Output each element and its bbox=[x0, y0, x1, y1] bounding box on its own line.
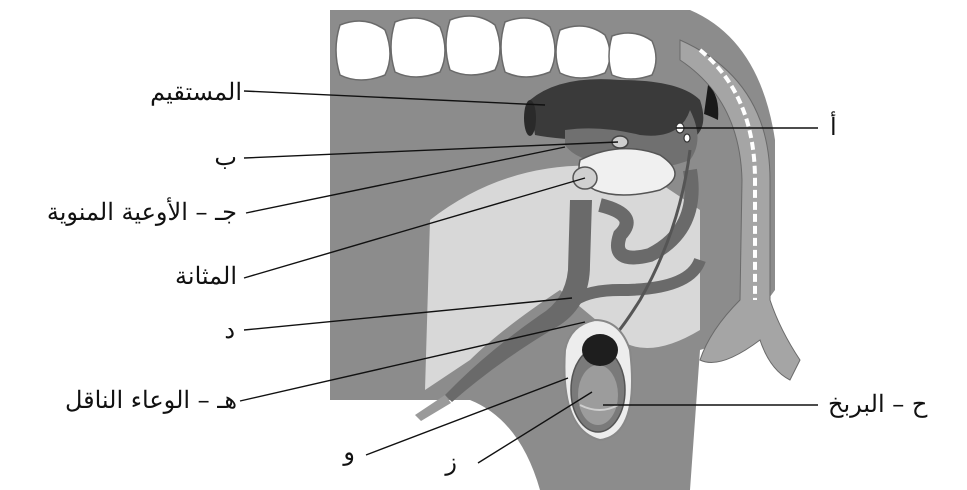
label-b: ب bbox=[214, 145, 237, 169]
label-epididymis: ح – البربخ bbox=[828, 392, 927, 416]
label-g: ز bbox=[445, 450, 457, 474]
label-vas-deferens: هـ – الوعاء الناقل bbox=[65, 388, 237, 412]
label-f: و bbox=[343, 440, 355, 464]
epididymis-head bbox=[582, 334, 618, 366]
label-d: د bbox=[224, 318, 235, 342]
label-bladder: المثانة bbox=[175, 264, 237, 288]
label-rectum: المستقيم bbox=[150, 80, 242, 104]
label-seminal-vessels: جـ – الأوعية المنوية bbox=[47, 200, 237, 224]
label-a: أ bbox=[830, 115, 837, 139]
